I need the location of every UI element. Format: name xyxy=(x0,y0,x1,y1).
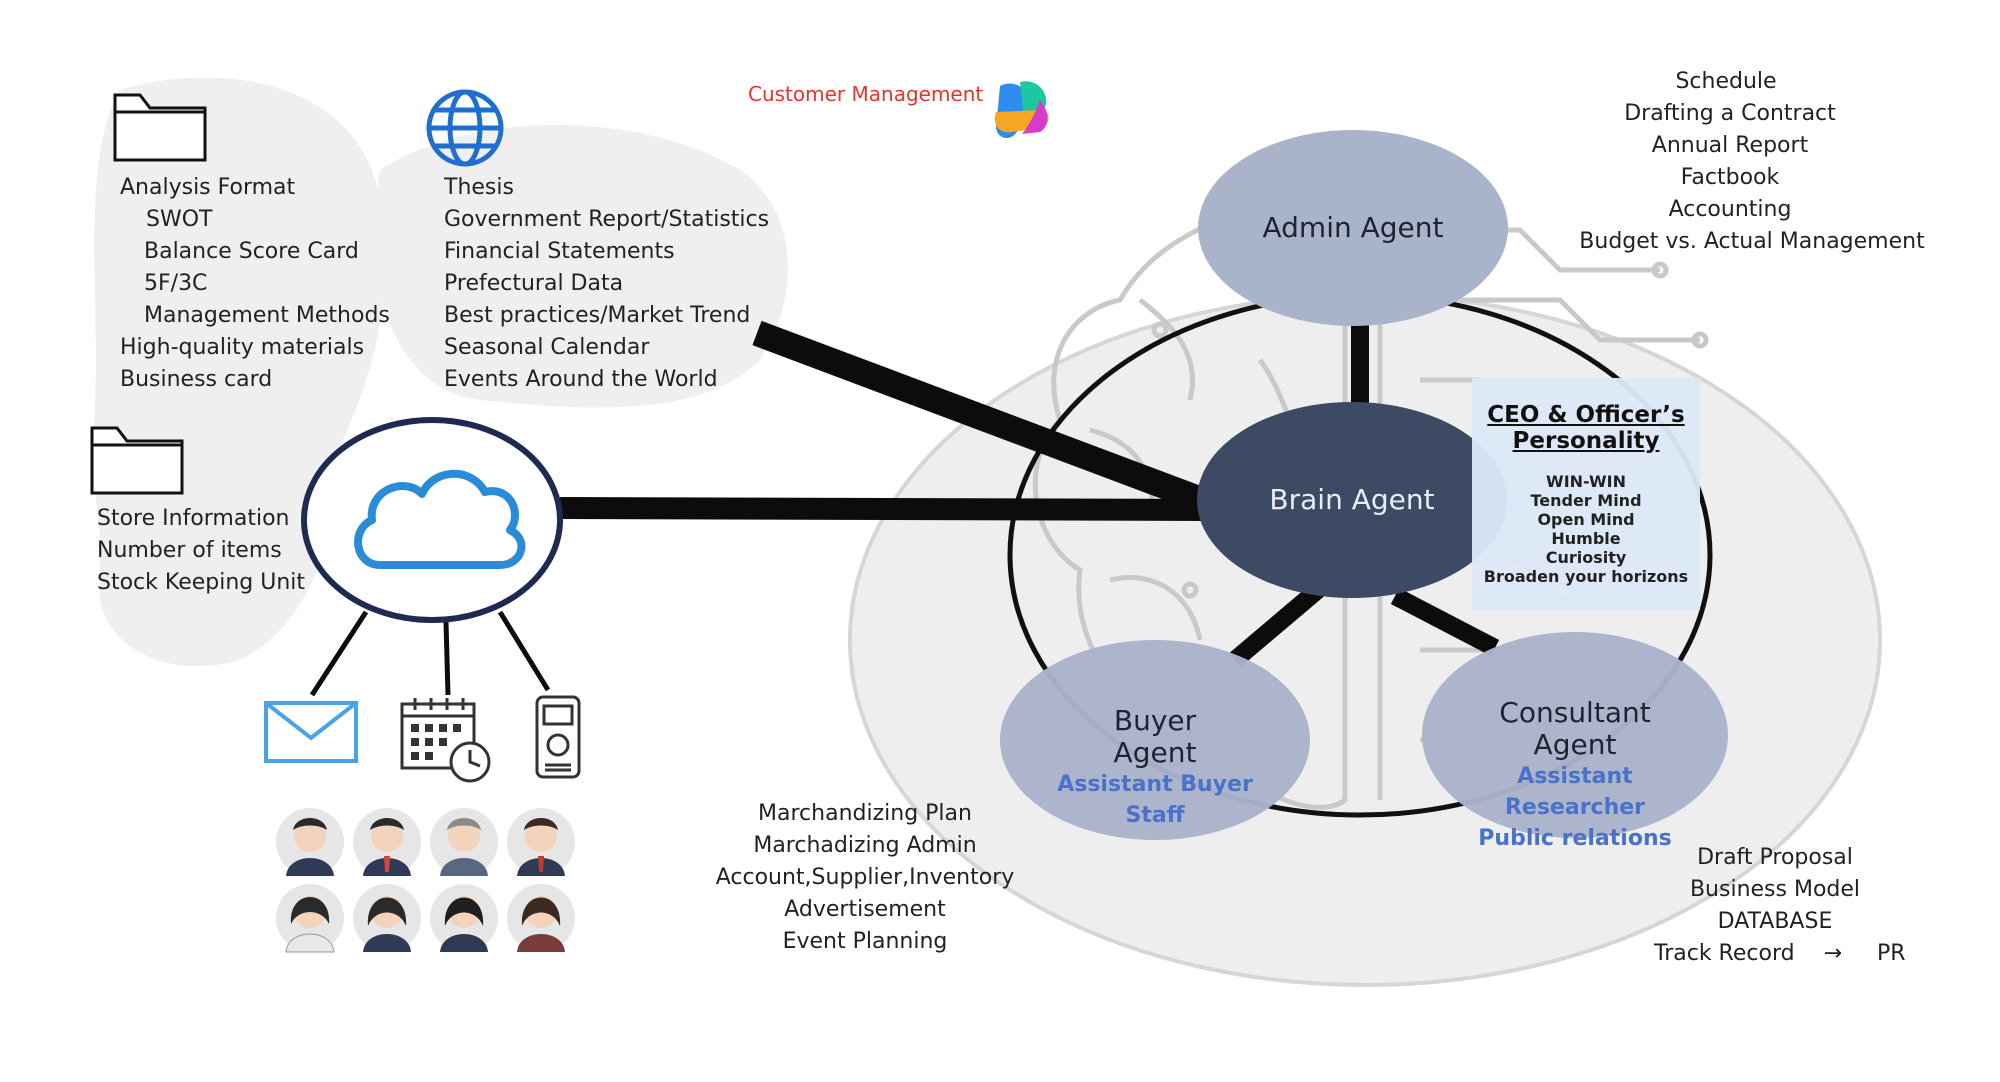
ceo-traits-list: WIN-WIN Tender Mind Open Mind Humble Cur… xyxy=(1472,472,1700,586)
list-item: Best practices/Market Trend xyxy=(444,303,751,328)
list-item: Seasonal Calendar xyxy=(444,335,650,360)
connector-brain-buyer xyxy=(1229,581,1326,667)
ceo-title-line-1: CEO & Officer’s xyxy=(1487,402,1685,428)
list-item: Advertisement xyxy=(784,897,946,922)
consultant-agent-sub-1: Assistant xyxy=(1517,764,1633,789)
list-item: Broaden your horizons xyxy=(1483,567,1689,586)
list-item: Budget vs. Actual Management xyxy=(1579,229,1925,254)
list-item: Marchandizing Plan xyxy=(758,801,972,826)
list-item: Draft Proposal xyxy=(1697,845,1853,870)
right-arrow-icon: → xyxy=(1823,941,1843,966)
buyer-agent-node[interactable] xyxy=(1000,640,1310,840)
person-icon xyxy=(430,808,498,876)
list-item: High-quality materials xyxy=(120,335,365,360)
list-item: Prefectural Data xyxy=(444,271,624,296)
list-item: DATABASE xyxy=(1717,909,1833,934)
buyer-agent-title-1: Buyer xyxy=(1113,704,1197,737)
list-item: Factbook xyxy=(1680,165,1780,190)
list-item: Schedule xyxy=(1675,69,1777,94)
connector-brain-consultant xyxy=(1390,588,1500,656)
list-item: Curiosity xyxy=(1545,548,1627,567)
consultant-agent-label: Consultant Agent Assistant Researcher Pu… xyxy=(1420,697,1730,854)
customer-management-label[interactable]: Customer Management xyxy=(748,82,984,106)
list-item: Annual Report xyxy=(1651,133,1809,158)
list-item: Balance Score Card xyxy=(144,239,359,264)
list-item: Analysis Format xyxy=(120,175,296,200)
list-item: Thesis xyxy=(444,175,514,200)
mail-icon xyxy=(264,701,358,763)
buyer-agent-sub-1: Assistant Buyer xyxy=(1057,772,1253,797)
ceo-personality-title: CEO & Officer’s Personality xyxy=(1472,402,1700,454)
buyer-agent-sub-2: Staff xyxy=(1125,803,1185,828)
list-item: Number of items xyxy=(97,538,282,563)
connector-cloud-mail xyxy=(309,610,369,697)
consultant-agent-title-1: Consultant xyxy=(1499,696,1651,729)
person-icon xyxy=(353,884,421,952)
list-item: Business Model xyxy=(1689,877,1861,902)
consultant-agent-sub-3: Public relations xyxy=(1478,826,1672,851)
list-item: Government Report/Statistics xyxy=(444,207,770,232)
admin-agent-label: Admin Agent xyxy=(1262,211,1444,244)
list-item: 5F/3C xyxy=(144,271,208,296)
left-background-blob xyxy=(93,77,788,667)
consultant-agent-title-2: Agent xyxy=(1533,728,1617,761)
person-icon xyxy=(507,808,575,876)
admin-agent-node[interactable] xyxy=(1198,130,1508,326)
recorder-icon xyxy=(535,695,581,779)
admin-tasks-list: Schedule Drafting a Contract Annual Repo… xyxy=(1530,66,1930,258)
list-item: SWOT xyxy=(146,207,213,232)
folder-icon xyxy=(90,426,184,495)
consultant-agent-sub-2: Researcher xyxy=(1504,795,1646,820)
consultant-tasks-list: Draft Proposal Business Model DATABASE xyxy=(1640,842,1910,938)
people-grid xyxy=(276,808,575,953)
pr-label: PR xyxy=(1877,941,1906,966)
list-item: Financial Statements xyxy=(444,239,675,264)
connector-web-brain xyxy=(752,320,1220,518)
cloud-node[interactable] xyxy=(301,417,563,623)
list-item: WIN-WIN xyxy=(1546,472,1626,491)
person-icon xyxy=(507,884,575,952)
track-record-row: Track Record → PR xyxy=(1654,938,1906,970)
person-icon xyxy=(353,808,421,876)
list-item: Events Around the World xyxy=(444,367,718,392)
person-icon xyxy=(430,884,498,952)
list-item: Humble xyxy=(1551,529,1621,548)
calendar-icon xyxy=(400,698,491,783)
list-item: Open Mind xyxy=(1537,510,1635,529)
list-item: Tender Mind xyxy=(1530,491,1642,510)
connector-cloud-brain xyxy=(559,497,1211,521)
copilot-logo-icon xyxy=(994,81,1049,139)
list-item: Event Planning xyxy=(782,929,948,954)
list-item: Marchadizing Admin xyxy=(753,833,977,858)
list-item: Stock Keeping Unit xyxy=(97,570,306,595)
person-icon xyxy=(276,808,344,876)
analysis-format-list: Analysis Format SWOT Balance Score Card … xyxy=(120,172,390,396)
cloud-icon xyxy=(354,469,526,569)
web-sources-list: Thesis Government Report/Statistics Fina… xyxy=(444,172,769,396)
brain-agent-node[interactable] xyxy=(1197,402,1507,598)
list-item: Drafting a Contract xyxy=(1624,101,1836,126)
list-item: Accounting xyxy=(1668,197,1792,222)
globe-icon xyxy=(426,89,504,167)
track-record-label: Track Record xyxy=(1654,941,1795,966)
buyer-agent-title-2: Agent xyxy=(1113,736,1197,769)
connector-cloud-recorder xyxy=(497,610,551,692)
buyer-agent-label: Buyer Agent Assistant Buyer Staff xyxy=(1000,705,1310,831)
buyer-tasks-list: Marchandizing Plan Marchadizing Admin Ac… xyxy=(700,798,1030,958)
connectors xyxy=(309,320,1500,697)
store-info-list: Store Information Number of items Stock … xyxy=(97,503,305,599)
person-icon xyxy=(276,884,344,953)
ceo-title-line-2: Personality xyxy=(1512,428,1660,454)
brain-agent-label: Brain Agent xyxy=(1269,483,1435,516)
consultant-agent-node[interactable] xyxy=(1422,632,1728,838)
list-item: Store Information xyxy=(97,506,290,531)
list-item: Business card xyxy=(120,367,273,392)
list-item: Management Methods xyxy=(144,303,390,328)
list-item: Account,Supplier,Inventory xyxy=(715,865,1015,890)
folder-icon xyxy=(113,93,207,162)
ceo-personality-panel xyxy=(1472,378,1700,610)
connector-cloud-calendar xyxy=(443,621,451,696)
